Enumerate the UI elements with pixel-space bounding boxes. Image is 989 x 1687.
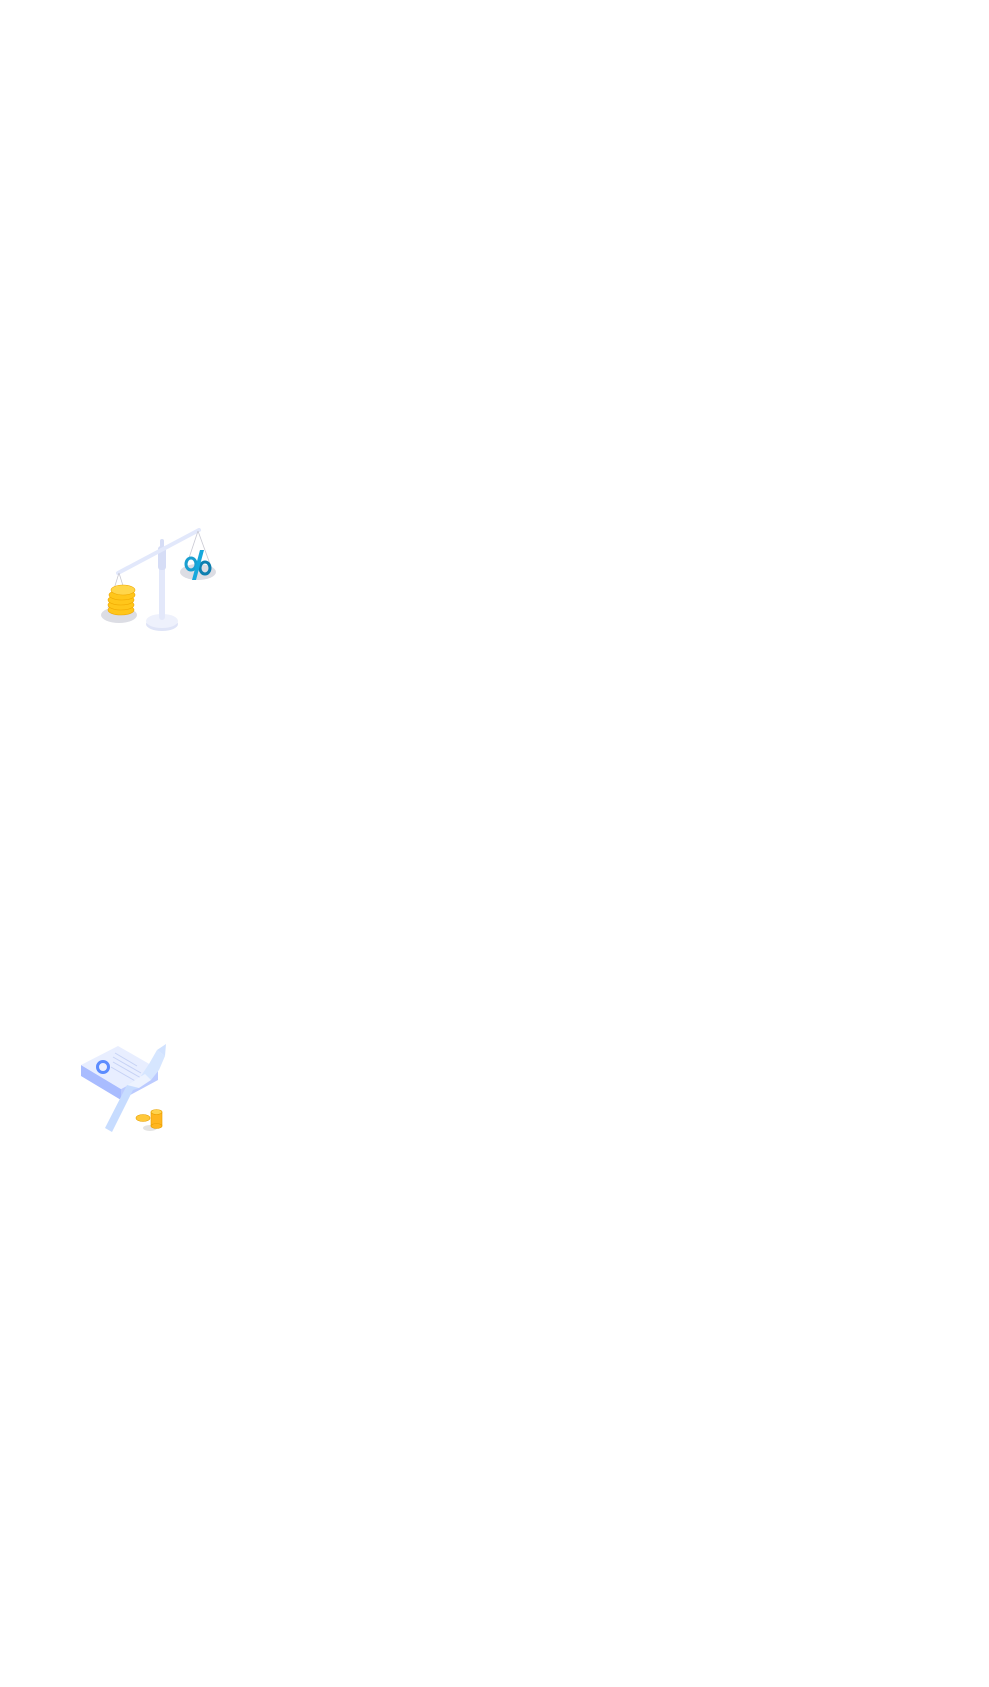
balance-scale-icon bbox=[100, 528, 225, 643]
documents-growth-icon bbox=[75, 1040, 180, 1135]
